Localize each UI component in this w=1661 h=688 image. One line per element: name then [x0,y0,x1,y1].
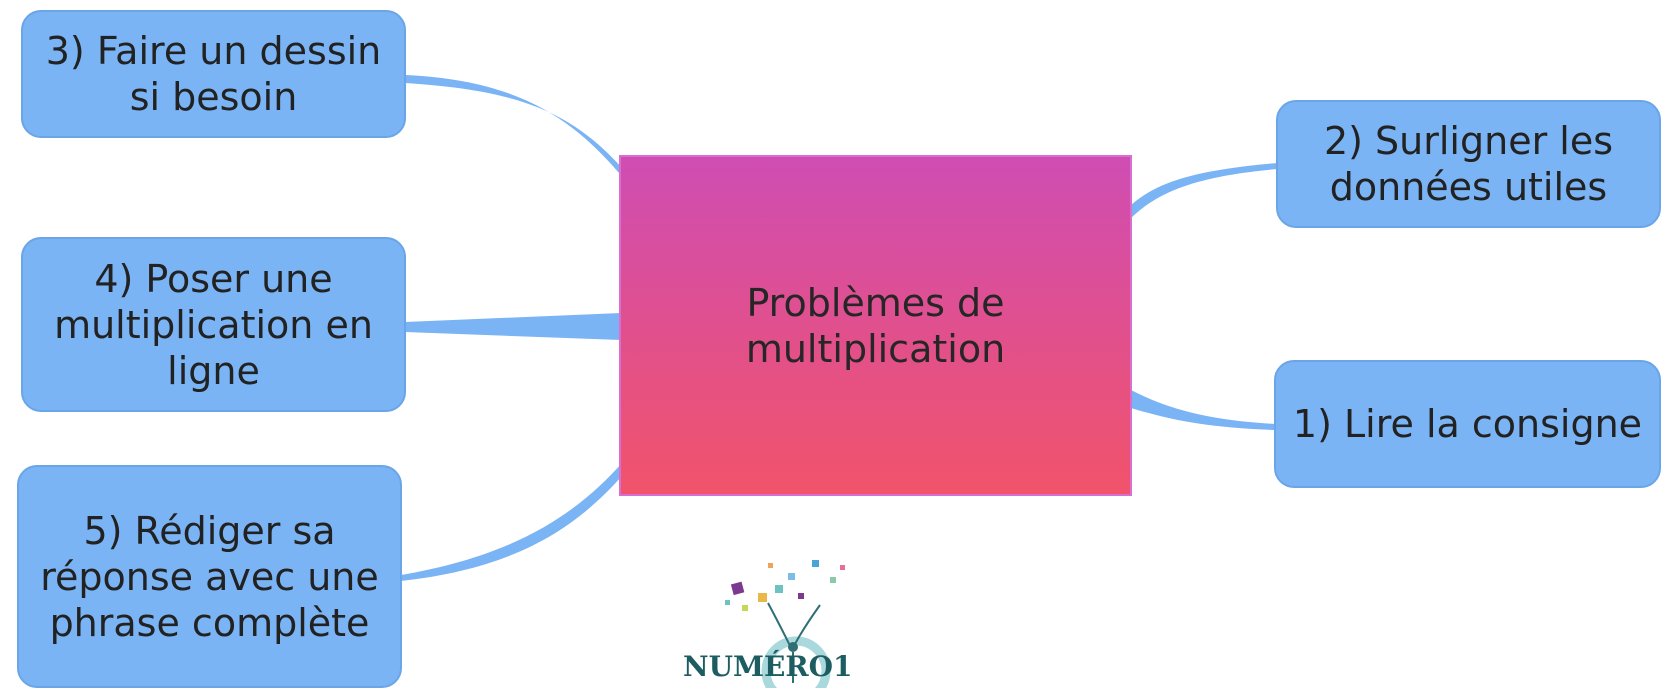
branch-node-1-label: 1) Lire la consigne [1292,402,1643,446]
connector-branch-5 [401,463,622,581]
central-topic[interactable]: Problèmes de multiplication [619,155,1132,496]
connector-branch-1 [1131,390,1275,430]
branch-node-4[interactable]: 4) Poser une multiplication en ligne [21,237,406,412]
person-with-floating-letters-icon [725,560,845,688]
connector-branch-4 [405,313,621,340]
branch-node-1[interactable]: 1) Lire la consigne [1274,360,1661,488]
connector-branch-2 [1131,163,1277,218]
branch-node-4-label: 4) Poser une multiplication en ligne [54,256,373,393]
central-topic-label: Problèmes de multiplication [745,280,1006,371]
branch-node-2-label: 2) Surligner les données utiles [1323,119,1614,209]
branch-node-3[interactable]: 3) Faire un dessin si besoin [21,10,406,138]
branch-node-2[interactable]: 2) Surligner les données utiles [1276,100,1661,228]
logo-text: NUMÉRO1 [683,650,853,683]
branch-node-5-label: 5) Rédiger sa réponse avec une phrase co… [40,508,379,645]
connector-branch-3 [405,75,625,180]
branch-node-5[interactable]: 5) Rédiger sa réponse avec une phrase co… [17,465,402,688]
branch-node-3-label: 3) Faire un dessin si besoin [45,29,382,119]
logo [725,560,845,688]
